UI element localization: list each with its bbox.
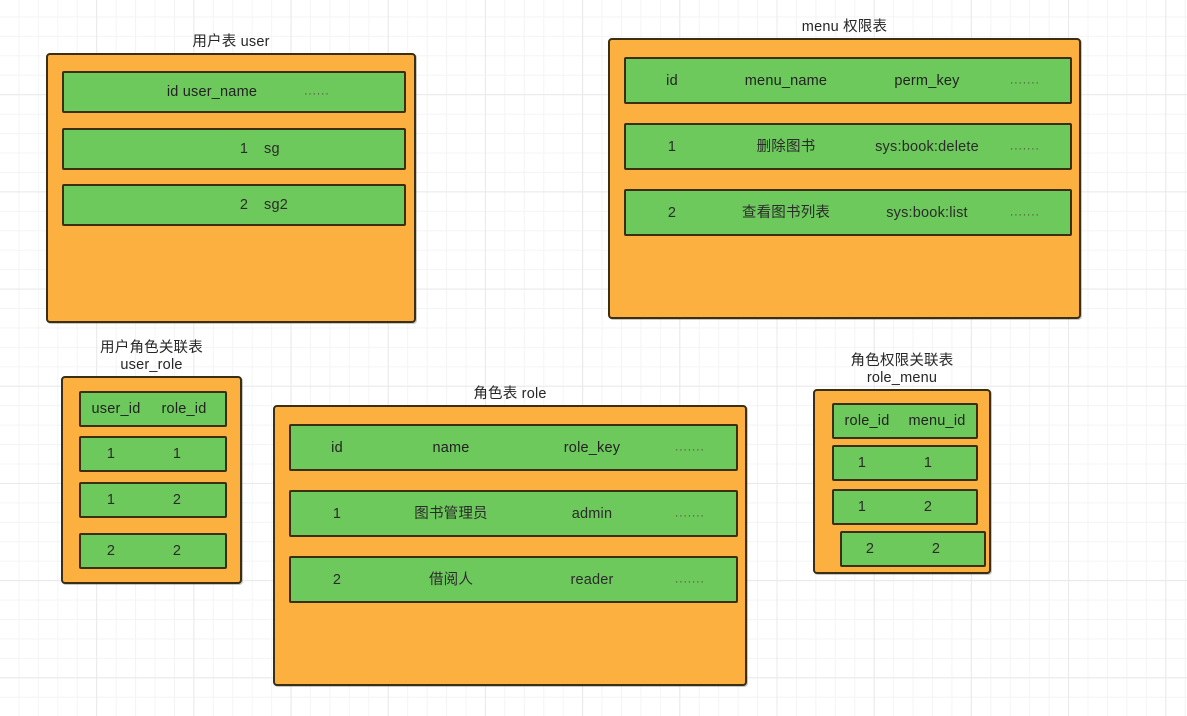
table-role: 角色表 role id name role_key ....... 1 图书管理… bbox=[273, 386, 747, 687]
table-row[interactable]: 2 sg2 bbox=[62, 184, 406, 227]
cell-menu-id: 2 bbox=[667, 204, 677, 221]
table-row[interactable]: 1 sg bbox=[62, 128, 406, 171]
table-row[interactable]: 2 借阅人 reader ....... bbox=[289, 556, 738, 604]
cell-header-role-id: role_id bbox=[844, 412, 890, 429]
cell-header-id: id bbox=[331, 439, 343, 456]
table-row-header[interactable]: id name role_key ....... bbox=[289, 424, 738, 472]
table-row[interactable]: id user_name ...... bbox=[62, 71, 406, 114]
cell-role-id: 1 bbox=[857, 498, 867, 515]
table-row[interactable]: 2 2 bbox=[840, 531, 986, 568]
cell-user-name: sg2 bbox=[264, 196, 288, 213]
table-row-header[interactable]: user_id role_id bbox=[79, 391, 227, 428]
cell-menu-id: 2 bbox=[923, 498, 933, 515]
cell-menu-perm-key: sys:book:list bbox=[886, 204, 968, 221]
table-user-caption: 用户表 user bbox=[192, 34, 270, 50]
cell-user-id: 1 bbox=[106, 491, 116, 508]
table-user-box[interactable]: id user_name ...... 1 sg 2 sg2 bbox=[46, 53, 416, 324]
cell-header-menu-name: menu_name bbox=[744, 72, 828, 89]
table-user-role: 用户角色关联表 user_role user_id role_id 1 1 1 … bbox=[61, 340, 242, 585]
cell-header-name: name bbox=[432, 439, 470, 456]
cell-role-key: admin bbox=[571, 505, 613, 522]
cell-menu-id: 1 bbox=[667, 138, 677, 155]
cell-user-id: 1 bbox=[106, 445, 116, 462]
table-menu-box[interactable]: id menu_name perm_key ....... 1 删除图书 sys… bbox=[608, 38, 1081, 320]
cell-header-ellipsis: ....... bbox=[1010, 74, 1040, 87]
table-role-caption: 角色表 role bbox=[473, 386, 547, 402]
cell-role-name: 图书管理员 bbox=[414, 505, 488, 522]
cell-role-ellipsis: ....... bbox=[675, 573, 705, 586]
cell-menu-id: 1 bbox=[923, 454, 933, 471]
cell-user-id: 2 bbox=[106, 542, 116, 559]
cell-role-id: 1 bbox=[332, 505, 342, 522]
cell-menu-name: 删除图书 bbox=[756, 138, 816, 155]
table-user-role-caption: 用户角色关联表 user_role bbox=[100, 340, 203, 374]
table-user: 用户表 user id user_name ...... 1 sg 2 sg2 bbox=[46, 34, 416, 324]
table-row-header[interactable]: role_id menu_id bbox=[832, 403, 978, 440]
table-role-box[interactable]: id name role_key ....... 1 图书管理员 admin .… bbox=[273, 405, 747, 687]
cell-menu-id: 2 bbox=[931, 540, 941, 557]
cell-menu-ellipsis: ....... bbox=[1010, 140, 1040, 153]
cell-header-role-key: role_key bbox=[563, 439, 621, 456]
table-row[interactable]: 2 查看图书列表 sys:book:list ....... bbox=[624, 189, 1072, 237]
cell-header-ellipsis: ....... bbox=[675, 441, 705, 454]
table-row[interactable]: 1 1 bbox=[832, 445, 978, 482]
cell-role-id: 2 bbox=[172, 491, 182, 508]
table-row[interactable]: 1 2 bbox=[79, 482, 227, 519]
cell-header-menu-id: menu_id bbox=[908, 412, 966, 429]
cell-role-id: 1 bbox=[172, 445, 182, 462]
cell-header-role-id: role_id bbox=[161, 400, 207, 417]
cell-user-name: sg bbox=[264, 140, 280, 157]
cell-role-name: 借阅人 bbox=[428, 571, 474, 588]
cell-menu-perm-key: sys:book:delete bbox=[875, 138, 979, 155]
cell-menu-name: 查看图书列表 bbox=[741, 204, 831, 221]
table-row[interactable]: 1 2 bbox=[832, 489, 978, 526]
table-role-menu-caption: 角色权限关联表 role_menu bbox=[850, 353, 954, 387]
table-role-menu-box[interactable]: role_id menu_id 1 1 1 2 2 2 bbox=[813, 389, 991, 575]
cell-role-key: reader bbox=[570, 571, 614, 588]
cell-header-user-id: user_id bbox=[91, 400, 141, 417]
table-row-header[interactable]: id menu_name perm_key ....... bbox=[624, 57, 1072, 105]
cell-role-ellipsis: ....... bbox=[675, 507, 705, 520]
cell-user-id: 2 bbox=[239, 196, 249, 213]
cell-menu-ellipsis: ....... bbox=[1010, 206, 1040, 219]
table-row[interactable]: 2 2 bbox=[79, 533, 227, 570]
table-menu-caption: menu 权限表 bbox=[801, 19, 888, 35]
cell-role-id: 1 bbox=[857, 454, 867, 471]
cell-header-ellipsis: ...... bbox=[304, 85, 330, 98]
cell-user-id: 1 bbox=[239, 140, 249, 157]
table-role-menu: 角色权限关联表 role_menu role_id menu_id 1 1 1 … bbox=[813, 353, 991, 575]
cell-role-id: 2 bbox=[172, 542, 182, 559]
table-menu: menu 权限表 id menu_name perm_key ....... 1… bbox=[608, 19, 1081, 320]
cell-header-id: id bbox=[666, 72, 678, 89]
cell-role-id: 2 bbox=[332, 571, 342, 588]
cell-header-perm-key: perm_key bbox=[894, 72, 960, 89]
table-row[interactable]: 1 图书管理员 admin ....... bbox=[289, 490, 738, 538]
cell-header-columns: id user_name bbox=[166, 83, 258, 100]
table-row[interactable]: 1 删除图书 sys:book:delete ....... bbox=[624, 123, 1072, 171]
cell-role-id: 2 bbox=[865, 540, 875, 557]
table-user-role-box[interactable]: user_id role_id 1 1 1 2 2 2 bbox=[61, 376, 242, 585]
table-row[interactable]: 1 1 bbox=[79, 436, 227, 473]
